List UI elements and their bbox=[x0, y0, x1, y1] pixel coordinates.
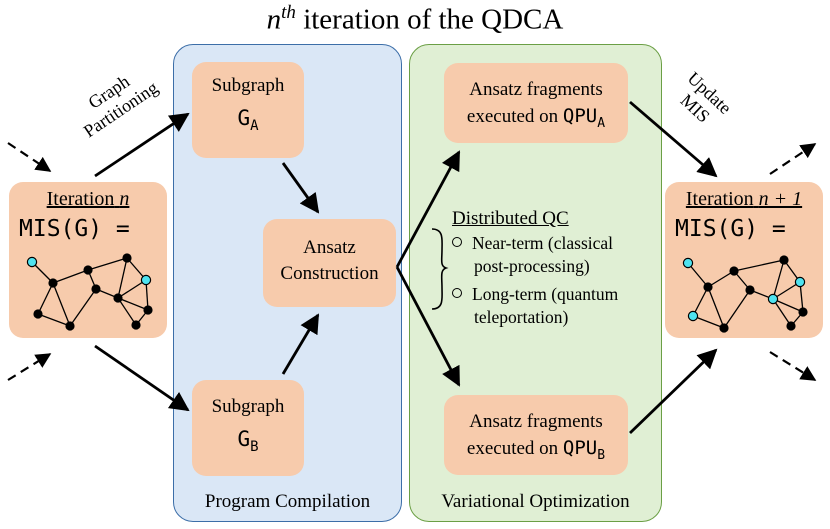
subgraph-b-symbol-sub: B bbox=[250, 439, 259, 456]
subgraph-a-box: Subgraph GA bbox=[192, 62, 304, 158]
near-term-line2: post-processing) bbox=[474, 256, 590, 276]
fragment-qpu-a-box: Ansatz fragments executed on QPUA bbox=[444, 63, 628, 143]
mis-label-out: MIS(G) = bbox=[675, 216, 786, 242]
mis-node bbox=[26, 256, 38, 268]
fragment-a-qpu-sub: A bbox=[597, 115, 606, 131]
graph-node bbox=[143, 305, 153, 315]
fragment-b-line1: Ansatz fragments bbox=[469, 411, 603, 432]
mis-node bbox=[794, 276, 806, 288]
iteration-n1-var: n + 1 bbox=[758, 188, 803, 210]
fragment-b-qpu: QPU bbox=[562, 437, 598, 459]
graph-node bbox=[91, 284, 101, 294]
fragment-qpu-b-box: Ansatz fragments executed on QPUB bbox=[444, 395, 628, 475]
fragment-a-qpu: QPU bbox=[562, 105, 598, 127]
graph-node bbox=[83, 265, 93, 275]
distributed-qc-brace bbox=[431, 228, 449, 310]
arrow-fragment-a-to-iteration-n1 bbox=[629, 100, 718, 178]
arrow-subgraph-b-to-ansatz bbox=[281, 313, 320, 375]
output-graph bbox=[682, 255, 808, 333]
graph-node bbox=[786, 321, 796, 331]
graph-node bbox=[779, 255, 789, 265]
fragment-a-line2: executed on QPUA bbox=[444, 103, 628, 137]
graph-node bbox=[65, 321, 75, 331]
outgoing-dashed-arrow-top bbox=[769, 143, 817, 175]
subgraph-a-symbol-base: G bbox=[237, 106, 251, 130]
fragment-b-qpu-sub: B bbox=[597, 447, 606, 463]
subgraph-b-title: Subgraph bbox=[211, 396, 285, 417]
title-n: n bbox=[266, 3, 282, 36]
fragment-b-pre: executed on bbox=[466, 438, 563, 459]
ansatz-construction-box: Ansatz Construction bbox=[263, 219, 396, 307]
fragment-a-line1: Ansatz fragments bbox=[469, 79, 603, 100]
incoming-dashed-arrow-top bbox=[7, 142, 52, 172]
graph-node bbox=[131, 320, 141, 330]
mis-node bbox=[767, 293, 779, 305]
subgraph-a-title: Subgraph bbox=[211, 75, 285, 96]
fragment-a-pre: executed on bbox=[466, 106, 563, 127]
graph-node bbox=[33, 309, 43, 319]
distributed-qc-title: Distributed QC bbox=[452, 208, 569, 229]
iteration-n-var: n bbox=[119, 188, 130, 210]
title-text: iteration of the QDCA bbox=[295, 3, 564, 36]
arrow-to-subgraph-b bbox=[94, 344, 190, 412]
subgraph-a-symbol: GA bbox=[192, 105, 304, 139]
iteration-n1-heading: Iteration n + 1 bbox=[665, 188, 823, 211]
mis-node bbox=[140, 274, 152, 286]
distributed-item-long-term: Long-term (quantum bbox=[452, 283, 618, 306]
arrow-ansatz-to-fragment-a bbox=[395, 150, 461, 268]
graph-node bbox=[703, 282, 713, 292]
graph-node bbox=[745, 285, 755, 295]
distributed-item-near-term: Near-term (classical bbox=[452, 232, 613, 255]
mis-label-in: MIS(G) = bbox=[19, 216, 130, 242]
outgoing-dashed-arrow-bottom bbox=[769, 351, 817, 381]
subgraph-b-box: Subgraph GB bbox=[192, 380, 304, 476]
graph-node bbox=[719, 323, 729, 333]
fragment-b-line2: executed on QPUB bbox=[444, 435, 628, 469]
near-term-line1: Near-term (classical bbox=[472, 233, 614, 253]
arrow-ansatz-to-fragment-b bbox=[395, 266, 461, 387]
graph-node bbox=[48, 278, 58, 288]
subgraph-b-symbol-base: G bbox=[237, 427, 251, 451]
graph-node bbox=[122, 253, 132, 263]
arrow-to-subgraph-a bbox=[94, 112, 190, 178]
diagram-title: nth iteration of the QDCA bbox=[0, 2, 830, 37]
iteration-n-word: Iteration bbox=[46, 188, 115, 210]
graph-node bbox=[113, 293, 123, 303]
program-compilation-label: Program Compilation bbox=[204, 491, 371, 512]
variational-optimization-label: Variational Optimization bbox=[441, 491, 630, 512]
graph-node bbox=[729, 266, 739, 276]
long-term-line1: Long-term (quantum bbox=[472, 284, 619, 304]
subgraph-a-symbol-sub: A bbox=[250, 118, 259, 135]
iteration-n1-word: Iteration bbox=[685, 188, 754, 210]
long-term-line2: teleportation) bbox=[474, 307, 569, 327]
title-superscript: th bbox=[281, 2, 296, 23]
incoming-dashed-arrow-bottom bbox=[7, 353, 52, 381]
arrow-subgraph-a-to-ansatz bbox=[281, 162, 320, 214]
bullet-circle-icon bbox=[452, 237, 462, 247]
iteration-n-heading: Iteration n bbox=[9, 188, 167, 211]
mis-node bbox=[687, 310, 699, 322]
input-graph bbox=[26, 253, 153, 331]
ansatz-line1: Ansatz bbox=[303, 237, 356, 258]
bullet-circle-icon bbox=[452, 288, 462, 298]
arrow-fragment-b-to-iteration-n1 bbox=[629, 348, 718, 435]
graph-node bbox=[798, 307, 808, 317]
ansatz-line2: Construction bbox=[280, 263, 379, 284]
mis-node bbox=[682, 257, 694, 269]
subgraph-b-symbol: GB bbox=[192, 426, 304, 460]
